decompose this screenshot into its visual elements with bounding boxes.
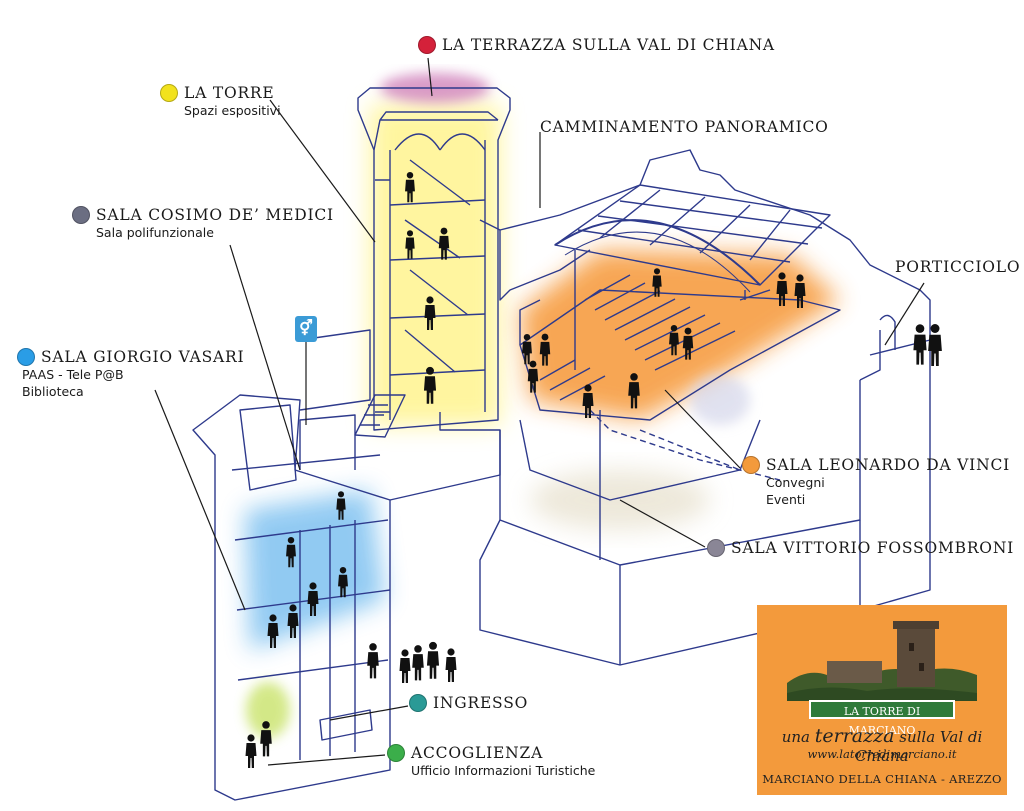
- label-camminamento: CAMMINAMENTO PANORAMICO: [540, 118, 829, 136]
- label-torre-title: LA TORRE: [184, 84, 275, 102]
- label-porticciolo-title: PORTICCIOLO: [895, 258, 1021, 276]
- label-vittorio-title: SALA VITTORIO FOSSOMBRONI: [731, 539, 1015, 557]
- cosimo-dot-icon: [72, 206, 90, 224]
- vasari-dot-icon: [17, 348, 35, 366]
- info-card: LA TORRE DI MARCIANO una terrazza sulla …: [757, 605, 1007, 795]
- label-vasari-sub-2: Biblioteca: [22, 384, 84, 400]
- label-accoglienza-sub: Ufficio Informazioni Turistiche: [411, 763, 596, 779]
- vittorio-dot-icon: [707, 539, 725, 557]
- label-cosimo-sub: Sala polifunzionale: [96, 225, 214, 241]
- label-ingresso: INGRESSO: [409, 694, 528, 712]
- leader-lines: [154, 57, 925, 766]
- label-accoglienza: ACCOGLIENZA Ufficio Informazioni Turisti…: [387, 744, 595, 779]
- label-ingresso-title: INGRESSO: [433, 694, 529, 712]
- label-torre-sub: Spazi espositivi: [184, 103, 281, 119]
- label-vasari: SALA GIORGIO VASARI PAAS - Tele P@B Bibl…: [17, 348, 244, 400]
- label-leonardo-title: SALA LEONARDO DA VINCI: [766, 456, 1011, 474]
- label-cosimo: SALA COSIMO DE’ MEDICI Sala polifunziona…: [72, 206, 334, 241]
- label-terrazza-title: LA TERRAZZA SULLA VAL DI CHIANA: [442, 36, 775, 54]
- terrazza-dot-icon: [418, 36, 436, 54]
- label-camminamento-title: CAMMINAMENTO PANORAMICO: [540, 118, 829, 136]
- label-vasari-sub-1: PAAS - Tele P@B: [22, 367, 124, 383]
- label-vittorio: SALA VITTORIO FOSSOMBRONI: [707, 539, 1014, 557]
- card-place: MARCIANO DELLA CHIANA - AREZZO: [762, 772, 1002, 786]
- card-tag-post: sulla Val di Chiana: [855, 728, 983, 765]
- card-url: www.latorredimarciano.it: [807, 747, 957, 761]
- label-leonardo: SALA LEONARDO DA VINCI Convegni Eventi: [742, 456, 1010, 508]
- label-terrazza: LA TERRAZZA SULLA VAL DI CHIANA: [418, 36, 775, 54]
- label-vasari-title: SALA GIORGIO VASARI: [41, 348, 245, 366]
- label-torre: LA TORRE Spazi espositivi: [160, 84, 281, 119]
- card-tag-word: terrazza: [814, 725, 895, 747]
- ingresso-dot-icon: [409, 694, 427, 712]
- glow-areas: [245, 73, 840, 738]
- leonardo-dot-icon: [742, 456, 760, 474]
- torre-dot-icon: [160, 84, 178, 102]
- building-outline: [192, 87, 931, 801]
- card-tagline: una terrazza sulla Val di Chiana: [757, 725, 1007, 765]
- tower-photo: [787, 613, 977, 701]
- restroom-icon: ⚥: [295, 316, 317, 342]
- accoglienza-dot-icon: [387, 744, 405, 762]
- card-plate: LA TORRE DI MARCIANO: [809, 700, 955, 737]
- label-leonardo-sub-1: Convegni: [766, 475, 825, 491]
- label-cosimo-title: SALA COSIMO DE’ MEDICI: [96, 206, 334, 224]
- label-porticciolo: PORTICCIOLO: [895, 258, 1020, 276]
- label-accoglienza-title: ACCOGLIENZA: [411, 744, 544, 762]
- card-tag-pre: una: [781, 728, 810, 746]
- label-leonardo-sub-2: Eventi: [766, 492, 806, 508]
